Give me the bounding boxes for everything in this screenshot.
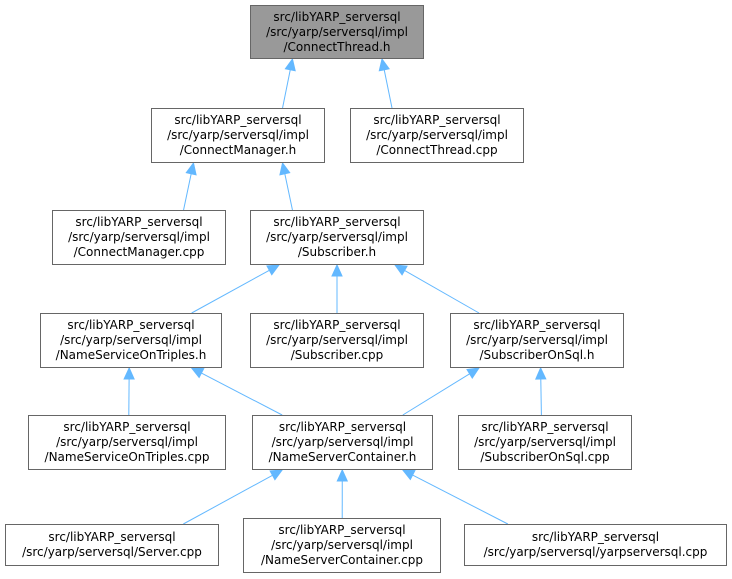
node-subscriber-on-sql-cpp[interactable]: src/libYARP_serversql /src/yarp/serversq… xyxy=(458,415,632,470)
node-label-line: src/libYARP_serversql xyxy=(273,318,401,332)
node-yarpserversql-cpp[interactable]: src/libYARP_serversql /src/yarp/serversq… xyxy=(464,524,727,566)
node-label-line: src/libYARP_serversql xyxy=(174,113,302,127)
node-label-line: src/libYARP_serversql xyxy=(273,215,401,229)
node-label-line: /src/yarp/serversql/impl xyxy=(68,230,210,244)
node-label-line: /src/yarp/serversql/impl xyxy=(266,333,408,347)
node-label-line: /ConnectThread.cpp xyxy=(376,143,498,157)
node-label-line: /NameServiceOnTriples.h xyxy=(55,348,207,362)
edge-line xyxy=(282,69,291,109)
node-label-line: /src/yarp/serversql/impl xyxy=(271,435,414,449)
node-subscriber-h[interactable]: src/libYARP_serversql /src/yarp/serversq… xyxy=(250,210,424,265)
node-label-line: /src/yarp/serversql/Server.cpp xyxy=(22,545,202,559)
edge-arrowhead xyxy=(393,264,408,276)
edge-line xyxy=(402,373,470,416)
node-label-line: src/libYARP_serversql xyxy=(278,523,406,537)
node-connect-thread-h: src/libYARP_serversql /src/yarp/serversq… xyxy=(250,5,424,59)
node-subscriber-cpp[interactable]: src/libYARP_serversql /src/yarp/serversq… xyxy=(250,313,424,368)
edge-line xyxy=(404,270,480,314)
node-label-line: src/libYARP_serversql xyxy=(531,530,660,544)
edge-arrowhead xyxy=(269,469,284,481)
edge-line xyxy=(284,173,293,211)
node-label-line: /src/yarp/serversql/impl xyxy=(474,435,616,449)
node-connect-thread-cpp[interactable]: src/libYARP_serversql /src/yarp/serversq… xyxy=(350,108,524,163)
edge-arrowhead xyxy=(535,366,547,380)
edge-line xyxy=(183,173,192,211)
node-label-line: /src/yarp/serversql/yarpserversql.cpp xyxy=(483,545,708,559)
node-label-line: /NameServerContainer.cpp xyxy=(261,553,423,567)
node-label-line: src/libYARP_serversql xyxy=(75,215,203,229)
node-label-line: /src/yarp/serversql/impl xyxy=(466,333,608,347)
node-name-server-container-cpp[interactable]: src/libYARP_serversql /src/yarp/serversq… xyxy=(243,518,441,573)
node-label-line: /src/yarp/serversql/impl xyxy=(366,128,508,142)
edge-arrowhead xyxy=(284,57,296,72)
node-label-line: /SubscriberOnSql.cpp xyxy=(480,450,610,464)
node-server-cpp[interactable]: src/libYARP_serversql /src/yarp/serversq… xyxy=(5,524,219,566)
edge-line xyxy=(383,69,393,109)
edge-line xyxy=(201,372,283,416)
node-label-line: /Subscriber.cpp xyxy=(290,348,384,362)
node-label-line: src/libYARP_serversql xyxy=(373,113,501,127)
node-label-line: src/libYARP_serversql xyxy=(473,318,601,332)
node-connect-manager-h[interactable]: src/libYARP_serversql /src/yarp/serversq… xyxy=(151,108,325,163)
edge-arrowhead xyxy=(401,469,416,481)
node-label-line: /NameServerContainer.h xyxy=(268,450,417,464)
node-label-line: src/libYARP_serversql xyxy=(48,530,176,544)
node-label-line: /ConnectThread.h xyxy=(283,39,391,54)
edge-arrowhead xyxy=(185,161,197,176)
node-label-line: /src/yarp/serversql/impl xyxy=(56,435,198,449)
edge-arrowhead xyxy=(123,366,135,380)
node-name-service-on-triples-cpp[interactable]: src/libYARP_serversql /src/yarp/serversq… xyxy=(28,415,226,470)
edge-line xyxy=(183,474,273,525)
node-name-service-on-triples-h[interactable]: src/libYARP_serversql /src/yarp/serversq… xyxy=(40,313,222,368)
node-label-line: src/libYARP_serversql xyxy=(273,9,401,24)
node-label-line: /Subscriber.h xyxy=(297,245,377,259)
node-label-line: /ConnectManager.cpp xyxy=(73,245,205,259)
node-label-line: /src/yarp/serversql/impl xyxy=(167,128,309,142)
node-label-line: /src/yarp/serversql/impl xyxy=(266,230,408,244)
node-label-line: src/libYARP_serversql xyxy=(67,318,195,332)
node-name-server-container-h[interactable]: src/libYARP_serversql /src/yarp/serversq… xyxy=(252,415,433,470)
node-subscriber-on-sql-h[interactable]: src/libYARP_serversql /src/yarp/serversq… xyxy=(450,313,624,368)
node-label-line: /ConnectManager.h xyxy=(179,143,297,157)
node-label-line: src/libYARP_serversql xyxy=(278,420,407,434)
node-label-line: /src/yarp/serversql/impl xyxy=(60,333,202,347)
node-label-line: /src/yarp/serversql/impl xyxy=(271,538,413,552)
node-label-line: src/libYARP_serversql xyxy=(481,420,609,434)
edge-arrowhead xyxy=(190,367,205,379)
edge-arrowhead xyxy=(279,161,291,176)
node-label-line: /SubscriberOnSql.h xyxy=(479,348,595,362)
edge-arrowhead xyxy=(266,264,281,276)
node-label-line: /NameServiceOnTriples.cpp xyxy=(44,450,210,464)
node-label-line: /src/yarp/serversql/impl xyxy=(266,24,408,39)
edge-arrowhead xyxy=(378,57,390,72)
edge-line xyxy=(412,474,509,525)
edge-arrowhead xyxy=(336,468,349,482)
edge-line xyxy=(191,269,270,314)
node-label-line: src/libYARP_serversql xyxy=(63,420,191,434)
edge-line xyxy=(540,378,542,416)
edge-arrowhead xyxy=(331,263,343,277)
node-connect-manager-cpp[interactable]: src/libYARP_serversql /src/yarp/serversq… xyxy=(52,210,226,265)
edge-arrowhead xyxy=(466,367,481,379)
